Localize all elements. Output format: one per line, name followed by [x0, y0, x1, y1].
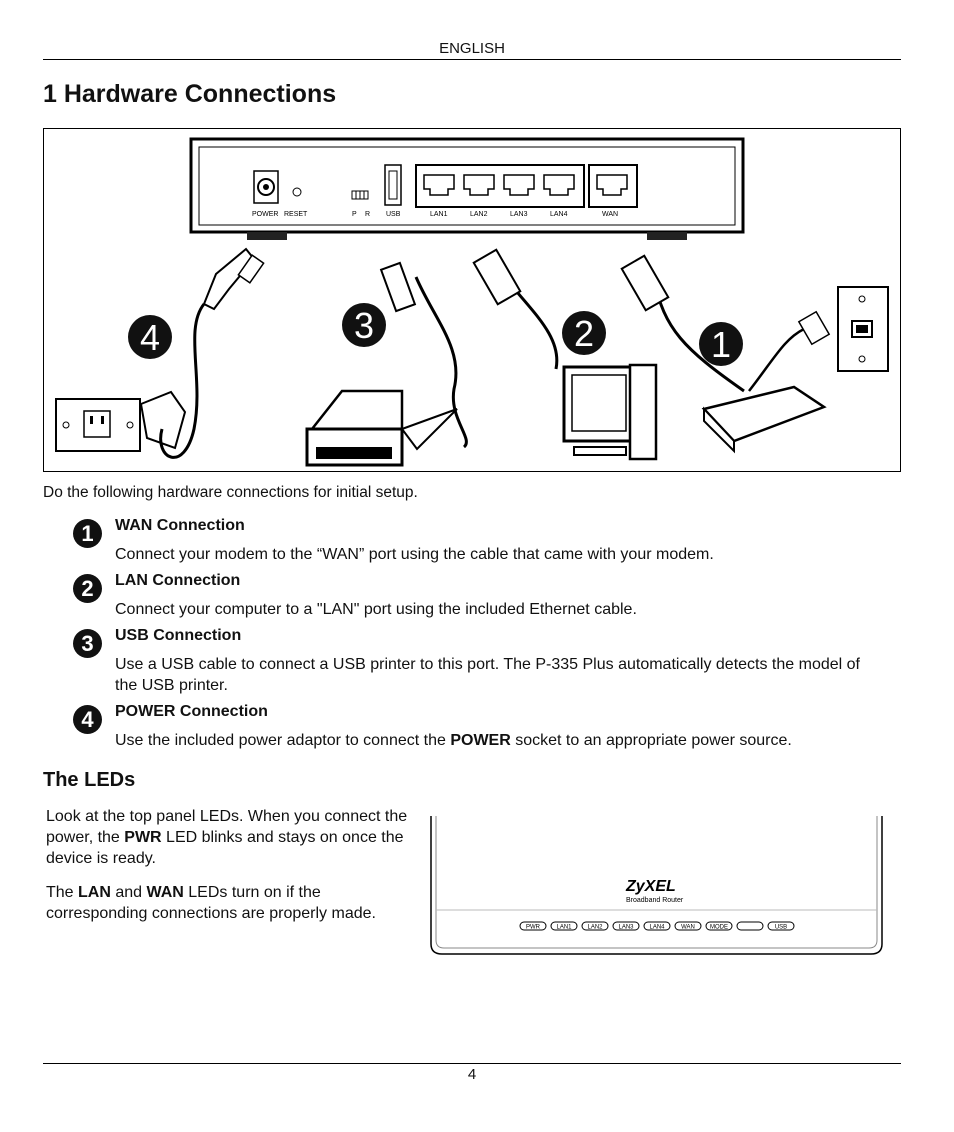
- power-adapter-illustration: [55, 247, 265, 459]
- led-lan4: LAN4: [649, 925, 665, 931]
- printer-illustration: [305, 261, 468, 467]
- connections-illustration: POWER RESET P R USB LAN1 LAN2 LAN3 LAN4 …: [55, 137, 889, 467]
- ethernet-port-lan4: [543, 174, 575, 196]
- intro-text: Do the following hardware connections fo…: [43, 484, 418, 501]
- port-label-p: P: [352, 211, 357, 218]
- led-wan: WAN: [681, 925, 695, 931]
- brand-logo: ZyXEL: [625, 878, 676, 895]
- led-panel-figure: ZyXEL Broadband Router PWR LAN1 LAN2 LAN…: [428, 816, 885, 961]
- callout-3: 3: [342, 303, 386, 347]
- router-back-panel: POWER RESET P R USB LAN1 LAN2 LAN3 LAN4 …: [189, 137, 745, 240]
- ethernet-port-wan: [596, 174, 628, 196]
- callout-1: 1: [699, 322, 743, 366]
- led-mode: MODE: [710, 925, 728, 931]
- lan-keyword: LAN: [78, 884, 111, 901]
- step-number-badge: 2: [73, 574, 102, 603]
- svg-text:4: 4: [140, 317, 160, 358]
- led-lan1: LAN1: [556, 925, 572, 931]
- step-wan-connection: 1 WAN Connection Connect your modem to t…: [73, 517, 903, 567]
- svg-text:2: 2: [574, 313, 594, 354]
- port-label-wan: WAN: [602, 211, 618, 218]
- step-body: Use a USB cable to connect a USB printer…: [115, 656, 860, 694]
- step-body: Connect your modem to the “WAN” port usi…: [115, 546, 714, 563]
- port-label-r: R: [365, 211, 370, 218]
- port-label-reset: RESET: [284, 211, 308, 218]
- port-label-lan3: LAN3: [510, 211, 528, 218]
- port-label-power: POWER: [252, 211, 278, 218]
- step-number-badge: 1: [73, 519, 102, 548]
- led-panel-illustration: ZyXEL Broadband Router PWR LAN1 LAN2 LAN…: [430, 816, 883, 955]
- leds-paragraph-2: The LAN and WAN LEDs turn on if the corr…: [46, 884, 376, 922]
- step-title: USB Connection: [115, 627, 242, 644]
- footer-rule: [43, 1063, 901, 1064]
- header-rule: [43, 59, 901, 60]
- step-body-text: socket to an appropriate power source.: [510, 732, 792, 749]
- step-body-text: Use the included power adaptor to connec…: [115, 732, 451, 749]
- wan-keyword: WAN: [146, 884, 184, 901]
- ethernet-port-lan2: [463, 174, 495, 196]
- callout-4: 4: [128, 315, 172, 359]
- page-number: 4: [467, 1066, 477, 1083]
- step-body: Connect your computer to a "LAN" port us…: [115, 601, 637, 618]
- header-language: ENGLISH: [439, 40, 505, 57]
- led-lan3: LAN3: [618, 925, 634, 931]
- port-label-lan4: LAN4: [550, 211, 568, 218]
- step-title: WAN Connection: [115, 517, 245, 534]
- hardware-connections-figure: POWER RESET P R USB LAN1 LAN2 LAN3 LAN4 …: [43, 128, 901, 472]
- step-body-power-keyword: POWER: [450, 732, 511, 749]
- step-usb-connection: 3 USB Connection Use a USB cable to conn…: [73, 627, 903, 697]
- ethernet-port-lan1: [423, 174, 455, 196]
- port-label-lan2: LAN2: [470, 211, 488, 218]
- step-power-connection: 4 POWER Connection Use the included powe…: [73, 703, 903, 753]
- step-number-badge: 3: [73, 629, 102, 658]
- step-lan-connection: 2 LAN Connection Connect your computer t…: [73, 572, 903, 622]
- section-title: 1 Hardware Connections: [43, 80, 337, 108]
- ethernet-port-lan3: [503, 174, 535, 196]
- computer-illustration: [472, 248, 658, 461]
- port-label-usb: USB: [386, 211, 401, 218]
- pwr-keyword: PWR: [124, 829, 162, 846]
- led-lan2: LAN2: [587, 925, 603, 931]
- step-title: LAN Connection: [115, 572, 241, 589]
- brand-subtitle: Broadband Router: [626, 897, 684, 904]
- svg-text:3: 3: [354, 305, 374, 346]
- step-title: POWER Connection: [115, 703, 268, 720]
- step-body: Use the included power adaptor to connec…: [115, 730, 885, 751]
- modem-illustration: [620, 254, 889, 454]
- callout-2: 2: [562, 311, 606, 355]
- led-blank: [736, 921, 764, 931]
- leds-section-title: The LEDs: [43, 769, 136, 791]
- svg-text:1: 1: [711, 324, 731, 365]
- led-pwr: PWR: [526, 925, 541, 931]
- step-number-badge: 4: [73, 705, 102, 734]
- led-usb: USB: [775, 925, 787, 931]
- leds-paragraph-1: Look at the top panel LEDs. When you con…: [46, 808, 408, 867]
- port-label-lan1: LAN1: [430, 211, 448, 218]
